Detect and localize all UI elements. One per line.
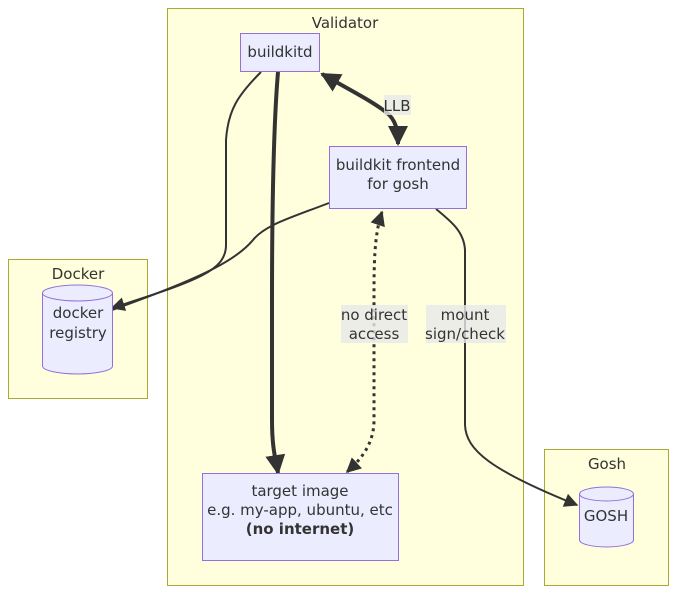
edge-label-llb-text: LLB: [383, 97, 410, 115]
node-frontend[interactable]: buildkit frontend for gosh: [329, 146, 467, 209]
cluster-docker: Docker: [8, 259, 148, 399]
node-frontend-line2: for gosh: [367, 175, 428, 193]
node-buildkitd-label: buildkitd: [247, 43, 312, 61]
node-buildkitd[interactable]: buildkitd: [240, 33, 320, 72]
node-target-line2: e.g. my-app, ubuntu, etc: [207, 501, 393, 519]
cluster-validator-title: Validator: [312, 14, 379, 32]
cluster-gosh-title: Gosh: [588, 455, 626, 473]
edge-label-no-direct-line1: no direct: [341, 306, 407, 324]
node-docker-registry[interactable]: docker registry: [41, 284, 113, 375]
node-gosh[interactable]: GOSH: [578, 486, 634, 548]
node-target-line1: target image: [251, 482, 348, 500]
node-target-line3: (no internet): [246, 520, 355, 538]
node-registry-line1: docker: [53, 304, 104, 322]
node-gosh-label: GOSH: [584, 507, 628, 525]
edge-label-no-direct-line2: access: [349, 325, 400, 343]
cluster-docker-box: [8, 259, 148, 399]
edge-frontend-target-dotted: [345, 210, 385, 474]
node-target-image[interactable]: target image e.g. my-app, ubuntu, etc (n…: [202, 473, 399, 561]
edge-label-mount-line1: mount: [441, 306, 490, 324]
cylinder-gosh: [578, 486, 634, 548]
edge-buildkitd-target: [265, 71, 286, 475]
edge-label-no-direct: no direct access: [341, 305, 408, 343]
edge-label-llb: LLB: [383, 95, 411, 115]
edge-label-mount: mount sign/check: [425, 305, 506, 343]
edge-frontend-gosh: [435, 208, 579, 507]
edge-label-mount-line2: sign/check: [425, 325, 505, 343]
node-frontend-line1: buildkit frontend: [336, 156, 460, 174]
cylinder-registry: [41, 284, 113, 375]
node-registry-line2: registry: [49, 324, 107, 342]
edge-frontend-registry: [111, 202, 330, 311]
cluster-docker-title: Docker: [52, 265, 105, 283]
